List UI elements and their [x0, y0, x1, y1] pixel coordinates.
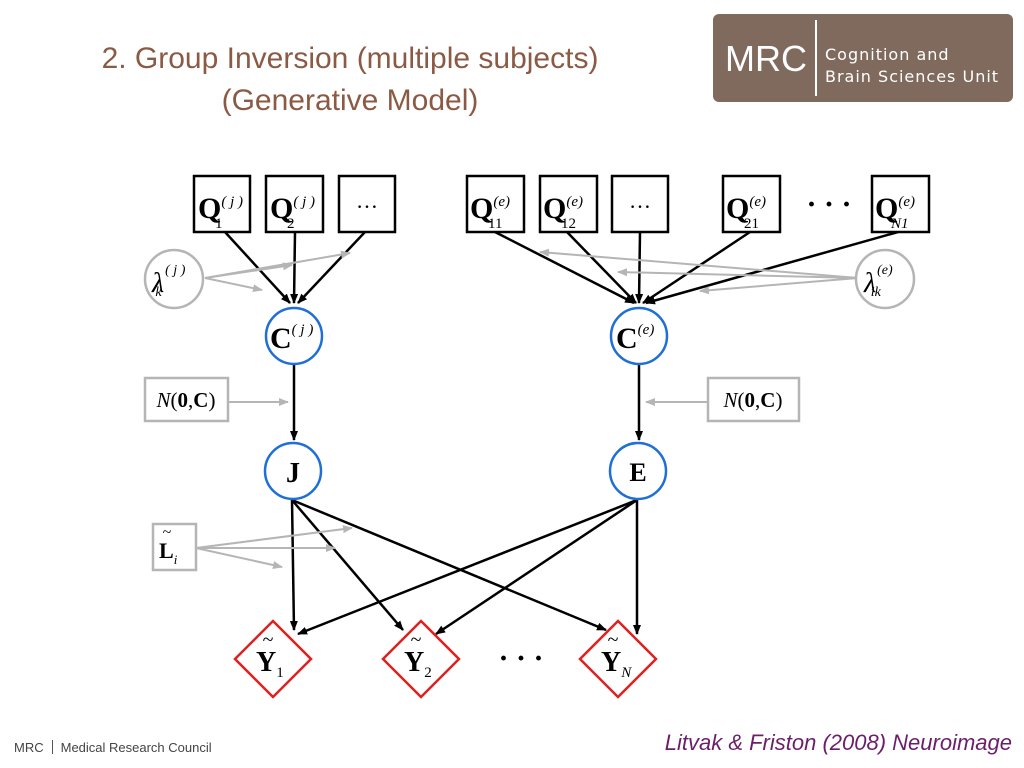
edge-q21-c [642, 230, 751, 305]
output-yn-diamond [578, 619, 658, 699]
edge-q11-c [494, 230, 635, 305]
citation: Litvak & Friston (2008) Neuroimage [664, 730, 1012, 755]
edge-dots2-c [635, 231, 644, 304]
edge-lambda-right-2 [617, 268, 859, 279]
output-yn: YN [601, 647, 632, 681]
edge-lambda-right-3 [699, 277, 859, 295]
lambda-left-circle [143, 248, 205, 310]
black-edges [224, 230, 899, 636]
logo-unit-line-2: Brain Sciences Unit [825, 67, 1000, 86]
e-node: E [629, 458, 646, 487]
edge-lead-3 [195, 547, 283, 569]
edge-e-y1 [297, 498, 638, 636]
node-dots-right-box [610, 174, 670, 234]
cov-left: C( j ) [270, 322, 313, 355]
output-nodes [233, 619, 658, 699]
node-q21: Q(e)21 [726, 192, 766, 232]
node-q21-box [721, 174, 782, 234]
output-y2: Y2 [404, 647, 432, 681]
node-qn1: Q(e)N1 [875, 192, 915, 232]
footer-council-name: Medical Research Council [60, 740, 212, 755]
node-q1j: Q( j )1 [198, 192, 243, 232]
ellipsis-top: · · · [806, 188, 851, 221]
footer-mrc: MRC Medical Research Council [14, 740, 212, 755]
title-line-1: 2. Group Inversion (multiple subjects) [101, 42, 599, 75]
lead-field-box [151, 522, 198, 572]
logo-unit-name: Cognition and Brain Sciences Unit [825, 44, 999, 88]
edge-q1j-c [224, 231, 291, 304]
j-node: J [286, 458, 300, 489]
output-y1: Y1 [256, 647, 284, 681]
logo-acronym: MRC [725, 38, 807, 79]
node-qn1-box [870, 174, 931, 234]
node-q11: Q(e)11 [470, 192, 510, 232]
edge-e-y2 [435, 498, 638, 636]
cov-right: C(e) [616, 322, 654, 355]
node-q12-box [538, 174, 599, 234]
node-q2j: Q( j )2 [270, 192, 315, 232]
node-dots-right: … [629, 188, 651, 213]
noise-right: N(0,C) [723, 388, 783, 412]
mrc-cbu-logo: MRC Cognition and Brain Sciences Unit [713, 14, 1013, 102]
e-circle [608, 441, 668, 501]
noise-right-box [706, 376, 801, 423]
lambda-right-circle [854, 248, 916, 310]
output-yn-tilde: ~ [608, 629, 619, 651]
edge-q2j-c [290, 231, 299, 304]
cov-left-circle [264, 306, 324, 366]
edge-dots-c [297, 231, 366, 304]
edge-lambda-left-3 [204, 277, 263, 293]
j-circle [263, 441, 323, 501]
node-dots-left-box [337, 174, 397, 234]
edge-lead-1 [195, 525, 353, 549]
edge-qn1-c [645, 230, 899, 305]
footer-divider [51, 740, 53, 754]
lambda-right: λ(e)ik [863, 263, 893, 300]
source-nodes [192, 174, 931, 234]
edge-lambda-right-1 [539, 248, 859, 279]
output-y1-tilde: ~ [263, 629, 274, 651]
output-y1-diamond [233, 619, 313, 699]
grey-edges [195, 248, 859, 569]
logo-unit-line-1: Cognition and [825, 45, 950, 64]
lambda-left: λ( j )k [151, 263, 186, 300]
noise-left-box [143, 376, 230, 423]
node-q2j-box [264, 174, 325, 234]
node-q12: Q(e)12 [543, 192, 583, 232]
ellipsis-bottom: · · · [498, 642, 543, 675]
output-y2-tilde: ~ [411, 629, 422, 651]
edge-lambda-left-2 [204, 262, 293, 279]
node-dots-left: … [356, 188, 378, 213]
output-y2-diamond [381, 619, 461, 699]
noise-left: N(0,C) [156, 388, 216, 412]
source-labels: Q( j )1 Q( j )2 … Q(e)11 Q(e)12 … Q(e)21… [198, 188, 915, 232]
node-q1j-box [192, 174, 252, 234]
lead-field: Li [159, 538, 178, 567]
edge-j-yn [291, 498, 607, 632]
edge-j-y1 [289, 499, 298, 631]
node-q11-box [465, 174, 526, 234]
cov-right-circle [609, 306, 669, 366]
lead-field-tilde: ~ [163, 524, 172, 541]
page-title: 2. Group Inversion (multiple subjects) (… [30, 38, 670, 122]
title-line-2: (Generative Model) [221, 84, 479, 117]
edge-j-y2 [291, 499, 404, 631]
edge-q12-c [566, 231, 637, 304]
footer-acronym: MRC [14, 740, 44, 755]
logo-divider [815, 20, 817, 96]
